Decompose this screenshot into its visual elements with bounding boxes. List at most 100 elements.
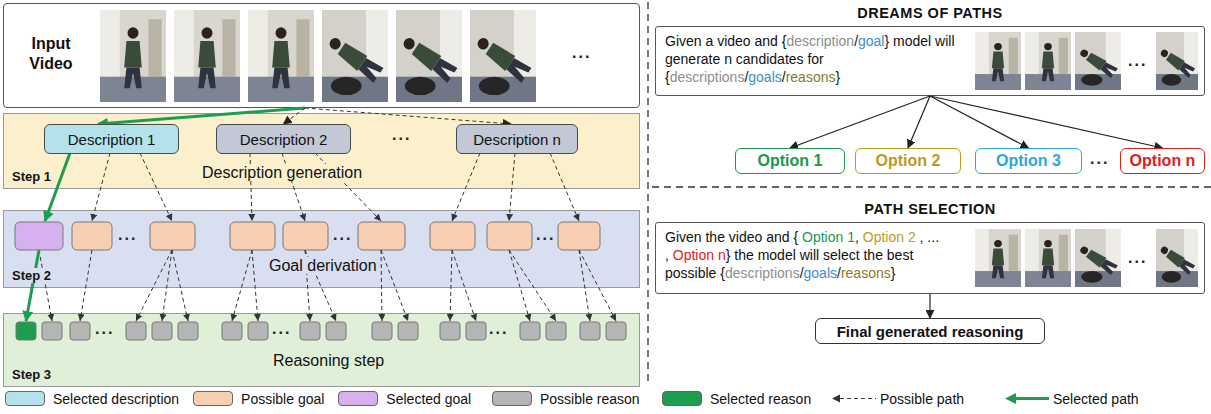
video-frame <box>322 10 388 102</box>
possible-reason <box>222 322 242 340</box>
option-box: Option 1 <box>735 148 845 174</box>
possible-reason <box>42 322 62 340</box>
ellipsis-slot: ... <box>95 320 114 338</box>
connector <box>908 96 930 148</box>
selection-panel: PATH SELECTION Given the video and {Optio… <box>655 200 1205 294</box>
possible-path <box>315 153 381 221</box>
video-frame <box>1025 32 1071 90</box>
option-box: Option n <box>1120 148 1205 174</box>
panel-text: , <box>855 229 859 245</box>
possible-reason <box>580 322 600 340</box>
goal-boxes <box>15 222 600 250</box>
panel-text: descriptions <box>670 69 745 85</box>
box-text: Option n <box>1130 152 1196 170</box>
option-box: Option 2 <box>855 148 961 174</box>
possible-reason <box>152 322 172 340</box>
possible-reason <box>178 322 198 340</box>
possible-goal <box>487 222 532 250</box>
ellipsis: ... <box>1090 150 1109 167</box>
dreams-panel: DREAMS OF PATHSGiven a video and {descri… <box>655 4 1205 96</box>
step-label: Step 1 <box>9 169 54 184</box>
video-frame <box>1025 229 1071 287</box>
video-frame <box>975 229 1021 287</box>
selected-description: Description 1 <box>44 124 179 154</box>
step-band: Step 1Description generationDescription … <box>3 113 640 189</box>
legend-line-sample <box>832 391 876 406</box>
box-text: Description 2 <box>240 131 328 148</box>
possible-path <box>509 250 530 321</box>
legend-swatch <box>662 391 702 406</box>
legend-text-slot: Possible goal <box>241 390 324 408</box>
possible-reason <box>326 322 346 340</box>
video-frame <box>174 10 240 102</box>
connector <box>305 108 511 124</box>
box-text: Description 1 <box>68 131 156 148</box>
panel-frames <box>975 32 1198 287</box>
video-label-slot: Input Video <box>14 34 88 74</box>
possible-paths <box>39 153 616 321</box>
video-frame <box>1156 32 1198 90</box>
panel-text: / <box>782 69 786 85</box>
possible-reason <box>372 322 392 340</box>
panel-heading: PATH SELECTION <box>864 201 995 217</box>
legend-text: Selected goal <box>386 391 471 407</box>
possible-reason <box>440 322 460 340</box>
band-title-slot: Reasoning step <box>270 352 387 370</box>
legend-text-slot: Selected path <box>1053 390 1139 408</box>
panel-text: / <box>744 69 748 85</box>
legend-line-sample <box>1005 391 1049 406</box>
legend-text: Possible goal <box>241 391 324 407</box>
ellipsis-slot: ... <box>1128 249 1147 267</box>
ellipsis: ... <box>392 126 411 143</box>
possible-path <box>305 250 336 321</box>
ellipsis: ... <box>536 226 555 243</box>
ellipsis-slot: ... <box>1090 150 1109 168</box>
video-frame <box>248 10 314 102</box>
legend-text: Selected description <box>53 391 179 407</box>
possible-path <box>39 250 52 321</box>
possible-path <box>92 153 110 221</box>
step-label: Step 3 <box>9 367 54 382</box>
ellipsis-slot: ... <box>392 126 411 144</box>
panel-text: Option n <box>673 247 726 263</box>
video-label: Input Video <box>14 34 88 74</box>
legend-swatch <box>193 391 233 406</box>
ellipsis-slot: ... <box>118 226 137 244</box>
ellipsis-slot: ... <box>272 320 291 338</box>
possible-path <box>252 250 258 321</box>
possible-goal <box>283 222 328 250</box>
legend-text-slot: Possible reason <box>540 390 640 408</box>
possible-path <box>80 250 92 321</box>
panel-text: / <box>837 265 841 281</box>
panel-body: Given the video and {Option 1,Option 2, … <box>665 228 965 282</box>
ellipsis-slot: ... <box>536 226 555 244</box>
possible-reason <box>606 322 626 340</box>
connector <box>929 294 930 318</box>
final-box: Final generated reasoning <box>815 318 1045 344</box>
connector <box>930 96 1163 148</box>
possible-goal <box>430 222 475 250</box>
connector <box>98 108 305 124</box>
possible-reason <box>300 322 320 340</box>
selected-reason <box>16 322 36 340</box>
selected-goal <box>15 222 63 250</box>
possible-goal <box>150 222 195 250</box>
possible-goal <box>72 222 112 250</box>
panel-text: / <box>854 33 858 49</box>
legend-text-slot: Selected description <box>53 390 179 408</box>
ellipsis: ... <box>118 226 137 243</box>
possible-path <box>282 153 305 221</box>
possible-path <box>162 250 172 321</box>
possible-path <box>381 250 382 321</box>
box-text: Option 1 <box>758 152 823 170</box>
possible-path <box>452 153 480 221</box>
video-box: Input Video <box>3 3 640 108</box>
panel-text: / <box>800 265 804 281</box>
possible-path <box>250 153 252 221</box>
box-text: Final generated reasoning <box>837 323 1024 340</box>
panel-heading-slot: DREAMS OF PATHS <box>655 4 1205 22</box>
possible-path <box>509 250 556 321</box>
video-frame <box>975 32 1021 90</box>
